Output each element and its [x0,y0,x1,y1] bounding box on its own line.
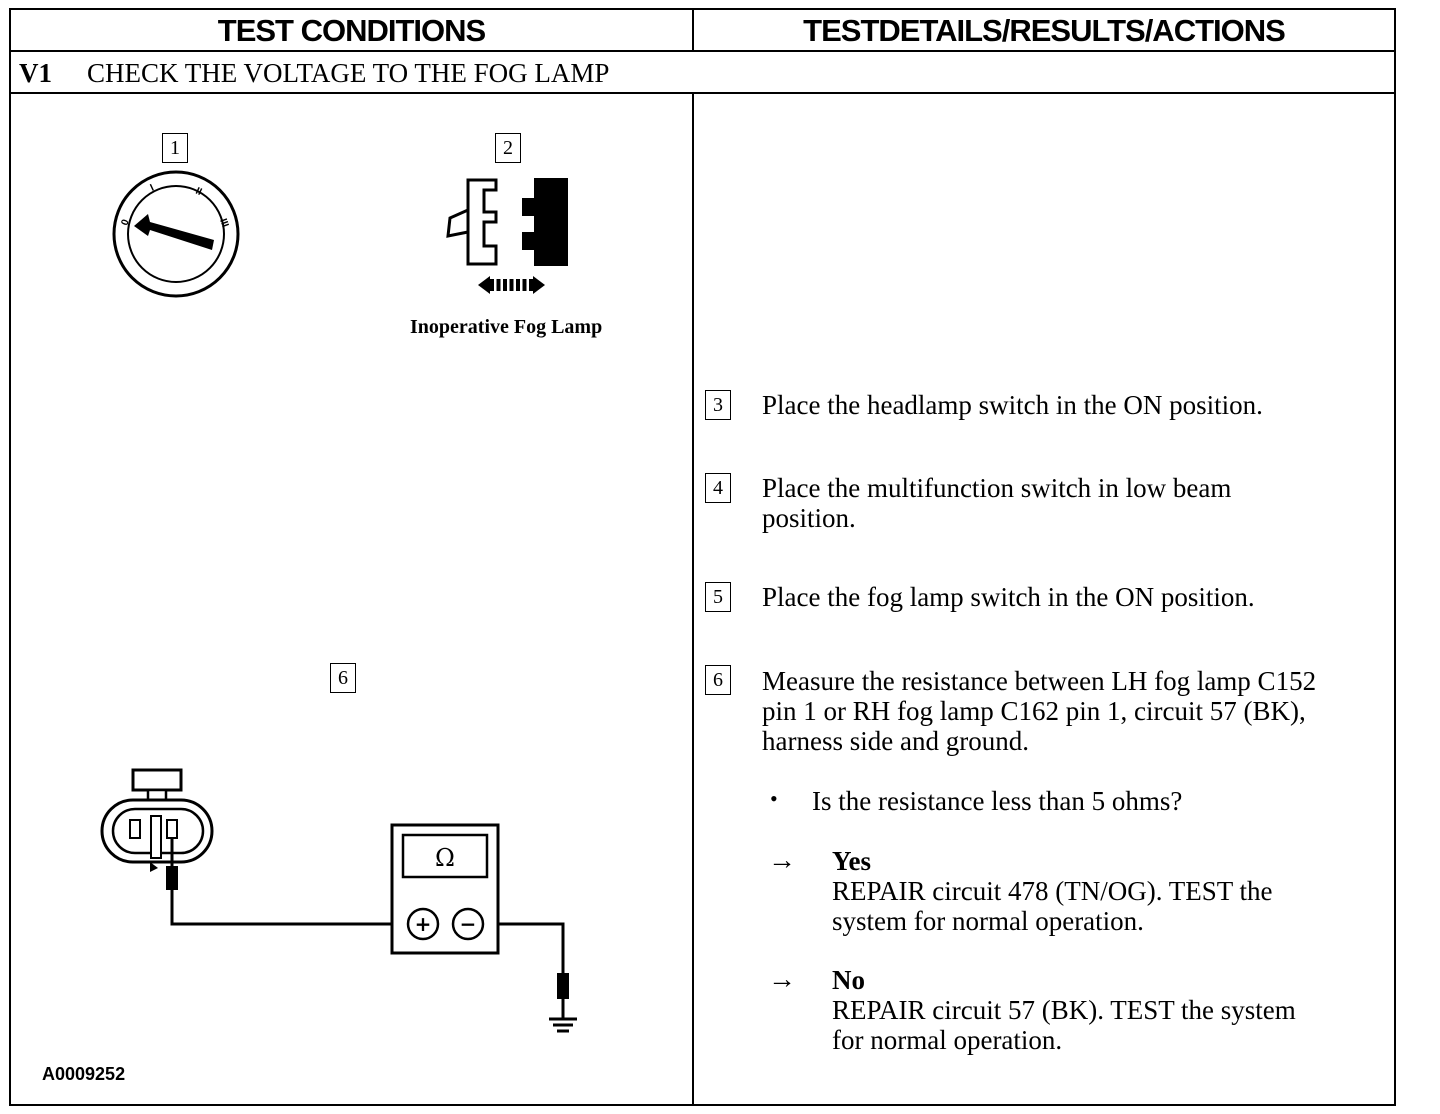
ground-icon [549,973,577,1033]
connector-disconnect-icon [446,178,568,294]
header-divider [11,50,1394,52]
step-3-text: Place the headlamp switch in the ON posi… [762,390,1263,420]
step-box-4: 4 [705,473,731,503]
no-line-2: for normal operation. [832,1025,1063,1055]
no-arrow-icon: → [768,964,796,995]
step-4-text: Place the multifunction switch in low be… [762,473,1392,533]
step-box-3: 3 [705,390,731,420]
step-6-line-1: Measure the resistance between LH fog la… [762,666,1317,696]
figure-id: A0009252 [42,1064,126,1084]
figure-box-6: 6 [330,663,356,693]
yes-arrow-icon: → [768,845,796,876]
header-column-divider [692,10,694,50]
figure-box-2: 2 [495,133,521,163]
fog-lamp-connector-icon [100,768,214,890]
test-lead-positive [170,890,392,926]
yes-label: Yes [832,846,871,876]
step-4-line-2: position. [762,503,856,533]
yes-answer: Yes REPAIR circuit 478 (TN/OG). TEST the… [832,846,1392,936]
step-box-5: 5 [705,582,731,612]
meter-minus-jack: − [460,912,477,936]
section-title: V1 CHECK THE VOLTAGE TO THE FOG LAMP [19,54,609,92]
fog-lamp-caption: Inoperative Fog Lamp [410,316,603,338]
test-lead-negative [498,922,565,975]
section-title-text: CHECK THE VOLTAGE TO THE FOG LAMP [87,58,610,88]
step-5-text: Place the fog lamp switch in the ON posi… [762,582,1255,612]
no-label: No [832,965,865,995]
step-4-line-1: Place the multifunction switch in low be… [762,473,1232,503]
no-line-1: REPAIR circuit 57 (BK). TEST the system [832,995,1296,1025]
question-text: Is the resistance less than 5 ohms? [812,786,1183,816]
step-box-6: 6 [705,665,731,695]
section-id: V1 [19,58,52,88]
yes-line-1: REPAIR circuit 478 (TN/OG). TEST the [832,876,1273,906]
ignition-label-1: I [149,182,156,193]
question-bullet: • [770,786,778,811]
body-column-divider [692,92,694,1104]
figure-box-1: 1 [162,133,188,163]
ignition-label-2: II [194,186,204,198]
no-answer: No REPAIR circuit 57 (BK). TEST the syst… [832,965,1392,1055]
header-test-conditions: TEST CONDITIONS [217,13,486,48]
ignition-label-3: III [217,217,230,229]
ohmmeter-icon: Ω + − [390,823,500,955]
test-table: TEST CONDITIONS TESTDETAILS/RESULTS/ACTI… [9,8,1396,1106]
ignition-switch-icon: 0 I II III [112,170,240,298]
section-divider [11,92,1394,94]
step-6-text: Measure the resistance between LH fog la… [762,666,1392,756]
step-6-line-3: harness side and ground. [762,726,1029,756]
ignition-label-0: 0 [119,218,131,227]
yes-line-2: system for normal operation. [832,906,1144,936]
step-6-line-2: pin 1 or RH fog lamp C162 pin 1, circuit… [762,696,1306,726]
ohm-symbol: Ω [435,844,455,872]
meter-plus-jack: + [415,912,432,936]
header-test-details: TESTDETAILS/RESULTS/ACTIONS [803,13,1286,48]
